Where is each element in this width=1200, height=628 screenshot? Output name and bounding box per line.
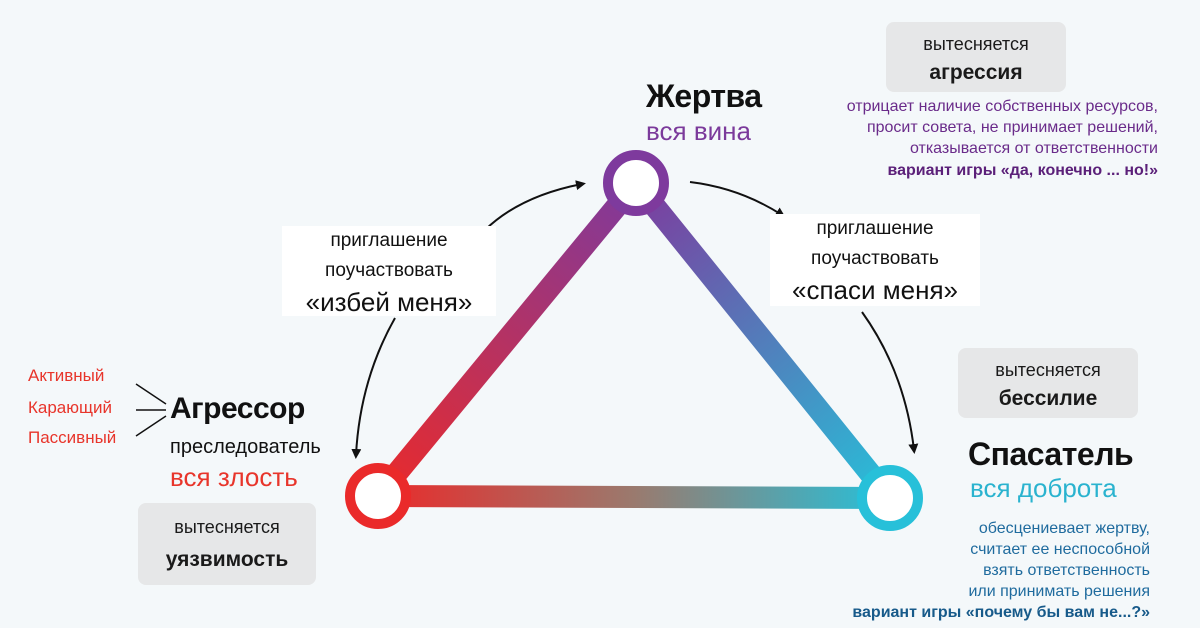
victim-suppressed-value: агрессия <box>929 61 1023 84</box>
victim-description-line: просит совета, не принимает решений, <box>866 119 1158 136</box>
victim-node <box>603 150 669 216</box>
edge-victim-rescuer <box>625 172 901 509</box>
arrow-to-rescuer <box>861 311 919 454</box>
aggressor-role: преследователь <box>170 436 321 458</box>
rescuer-game: вариант игры «почему бы вам не...?» <box>852 604 1150 621</box>
victim-suppressed-box: вытесняется агрессия <box>886 22 1066 92</box>
aggressor-type-passive: Пассивный <box>28 428 117 447</box>
invite-right-box: приглашение поучаствовать «спаси меня» <box>770 214 980 306</box>
victim-suppressed-label: вытесняется <box>923 34 1029 54</box>
aggressor-type-punishing: Карающий <box>28 398 112 417</box>
victim-game: вариант игры «да, конечно ... но!» <box>887 162 1158 179</box>
arrow-to-aggressor <box>351 317 396 459</box>
edge-aggressor-victim <box>367 172 647 507</box>
rescuer-description-line: обесцениевает жертву, <box>978 520 1150 537</box>
aggressor-suppressed-value: уязвимость <box>165 548 289 571</box>
arrow-to-victim-left <box>484 180 586 231</box>
invite-right-phrase: «спаси меня» <box>792 275 958 305</box>
invite-right-line1: приглашение <box>816 218 934 239</box>
aggressor-type-active: Активный <box>28 366 105 385</box>
aggressor-suppressed-box: вытесняется уязвимость <box>138 503 316 585</box>
invite-right-line2: поучаствовать <box>811 248 939 269</box>
invite-left-line2: поучаствовать <box>325 260 453 281</box>
edge-aggressor-rescuer <box>367 485 901 509</box>
type-connector-active <box>135 383 167 405</box>
arrow-from-victim-right <box>689 181 786 218</box>
type-connector-passive <box>135 415 167 437</box>
rescuer-description-line: взять ответственность <box>983 562 1150 579</box>
rescuer-description-line: считает ее неспособной <box>970 541 1150 558</box>
victim-description-line: отказывается от ответственности <box>909 140 1158 157</box>
victim-subtitle: вся вина <box>646 116 751 146</box>
aggressor-suppressed-label: вытесняется <box>174 517 280 537</box>
aggressor-subtitle: вся злость <box>170 462 298 492</box>
invite-left-phrase: «избей меня» <box>305 287 473 317</box>
rescuer-node <box>857 465 923 531</box>
victim-description-line: отрицает наличие собственных ресурсов, <box>846 98 1158 115</box>
aggressor-node <box>345 463 411 529</box>
rescuer-subtitle: вся доброта <box>970 473 1117 503</box>
invite-left-line1: приглашение <box>330 230 448 251</box>
aggressor-title: Агрессор <box>170 392 305 425</box>
rescuer-description: обесцениевает жертву, считает ее неспосо… <box>852 518 1150 623</box>
rescuer-suppressed-label: вытесняется <box>995 360 1101 380</box>
victim-title: Жертва <box>646 78 762 114</box>
rescuer-suppressed-box: вытесняется бессилие <box>958 348 1138 418</box>
rescuer-description-line: или принимать решения <box>968 583 1150 600</box>
rescuer-suppressed-value: бессилие <box>998 387 1098 410</box>
invite-left-box: приглашение поучаствовать «избей меня» <box>282 226 496 317</box>
victim-description: отрицает наличие собственных ресурсов, п… <box>847 96 1158 181</box>
rescuer-title: Спасатель <box>968 436 1134 472</box>
